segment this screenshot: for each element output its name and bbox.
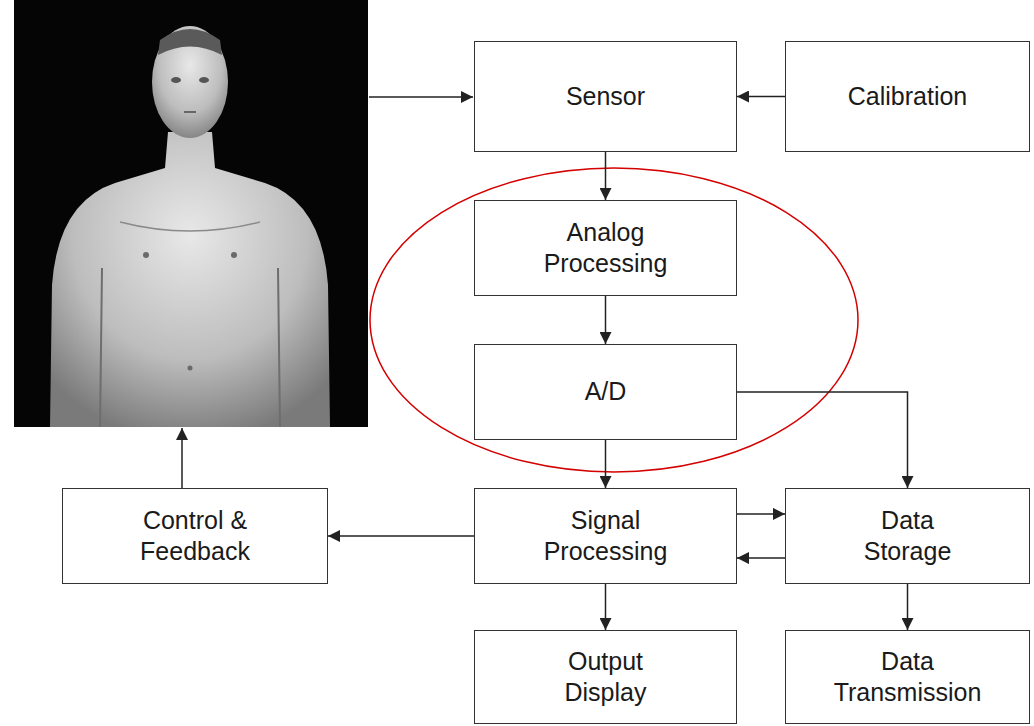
process-box: Data Transmission bbox=[785, 630, 1030, 724]
box-label: Control & Feedback bbox=[95, 505, 295, 568]
process-box: Control & Feedback bbox=[62, 488, 328, 584]
box-label: Output Display bbox=[541, 646, 671, 709]
process-box: Calibration bbox=[785, 41, 1030, 152]
process-box: Data Storage bbox=[785, 488, 1030, 584]
box-label: Sensor bbox=[566, 81, 645, 112]
box-label: Data Storage bbox=[848, 505, 968, 568]
process-box: A/D bbox=[474, 344, 737, 440]
highlight-ellipse bbox=[370, 168, 858, 472]
input-arrow bbox=[369, 96, 473, 98]
feedback-arrow bbox=[181, 428, 183, 488]
photo-background bbox=[14, 0, 368, 427]
flow-arrow bbox=[737, 96, 785, 98]
flow-arrow bbox=[737, 513, 785, 515]
flow-arrow bbox=[328, 535, 474, 537]
box-label: Data Transmission bbox=[823, 646, 993, 709]
process-box: Analog Processing bbox=[474, 200, 737, 296]
process-box: Sensor bbox=[474, 41, 737, 152]
flow-arrow bbox=[605, 152, 607, 200]
flow-arrow bbox=[605, 296, 607, 344]
process-box: Output Display bbox=[474, 630, 737, 724]
box-label: A/D bbox=[585, 376, 627, 407]
flow-arrow bbox=[737, 392, 908, 488]
flow-arrow bbox=[737, 557, 785, 559]
flow-arrow bbox=[605, 584, 607, 630]
human-figure bbox=[50, 26, 330, 427]
flow-arrow bbox=[605, 440, 607, 488]
process-box: Signal Processing bbox=[474, 488, 737, 584]
box-label: Signal Processing bbox=[526, 505, 686, 568]
box-label: Analog Processing bbox=[526, 217, 686, 280]
box-label: Calibration bbox=[848, 81, 968, 112]
flow-arrow bbox=[907, 584, 909, 630]
